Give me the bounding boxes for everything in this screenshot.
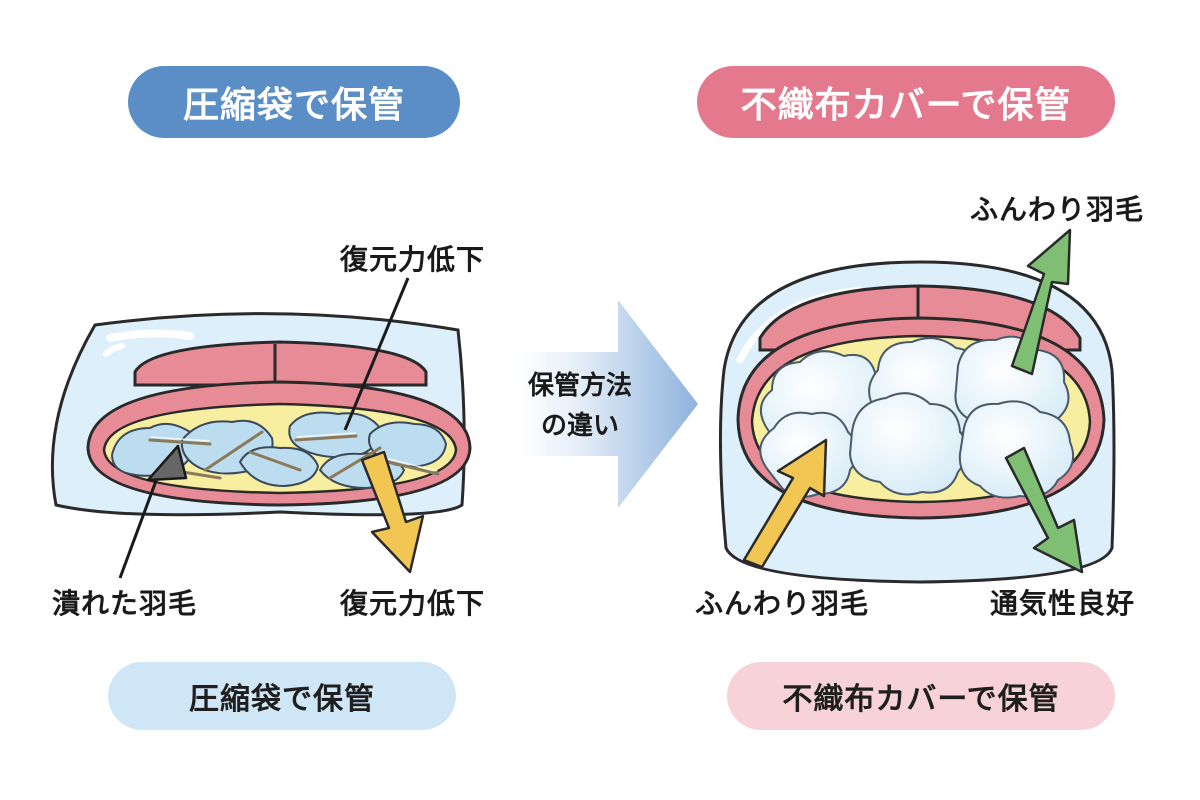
header-compression-bag-text: 圧縮袋で保管 <box>182 85 405 126</box>
footer-non-woven-cover-text: 不織布カバーで保管 <box>782 682 1060 717</box>
comparison-arrow-icon <box>518 300 698 508</box>
down-arrow-yellow-icon <box>360 450 425 574</box>
leader-line-bottom-left <box>118 469 162 579</box>
label-crushed-down: 潰れた羽毛 <box>52 587 198 620</box>
label-resilience-loss-top: 復元力低下 <box>340 243 486 276</box>
label-fluffy-down-bottom: ふんわり羽毛 <box>695 587 870 620</box>
comparison-label-line2: の違い <box>540 411 619 441</box>
label-resilience-loss-bottom: 復元力低下 <box>340 587 486 620</box>
up-arrow-green-icon <box>1010 228 1072 376</box>
comparison-label: 保管方法 の違い <box>518 366 642 446</box>
header-non-woven-cover-text: 不織布カバーで保管 <box>740 85 1072 126</box>
footer-non-woven-cover: 不織布カバーで保管 <box>727 662 1115 730</box>
up-arrow-yellow-icon <box>742 438 828 569</box>
label-good-ventilation: 通気性良好 <box>990 587 1136 620</box>
comparison-label-line1: 保管方法 <box>527 371 632 401</box>
header-non-woven-cover: 不織布カバーで保管 <box>697 66 1115 138</box>
crushed-pointer-icon <box>146 444 188 482</box>
footer-compression-bag-text: 圧縮袋で保管 <box>189 682 375 717</box>
footer-compression-bag: 圧縮袋で保管 <box>108 662 456 730</box>
down-arrow-green-icon <box>1004 446 1084 574</box>
label-fluffy-down-top: ふんわり羽毛 <box>970 193 1145 226</box>
compressed-futon <box>86 340 472 507</box>
leader-line-top <box>343 277 410 431</box>
header-compression-bag: 圧縮袋で保管 <box>128 66 460 138</box>
